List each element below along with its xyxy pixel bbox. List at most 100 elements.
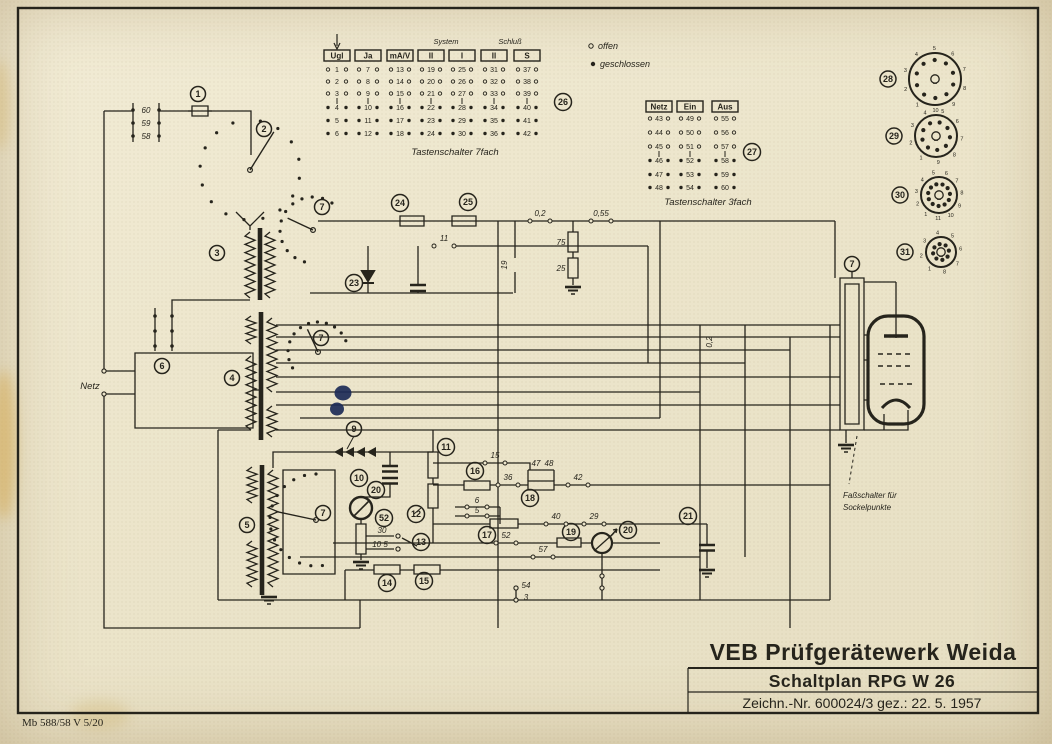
contact-point	[502, 460, 508, 466]
tastenschalter7-contact	[482, 67, 488, 72]
component-badge	[891, 186, 909, 204]
socket-pin	[927, 121, 933, 126]
socket-pin-number: 6	[956, 119, 959, 125]
socket-pin	[947, 191, 953, 196]
tastenschalter7-key-label: S	[524, 52, 530, 61]
badge-leader	[346, 435, 422, 515]
tastenschalter7-contact-number: 31	[490, 67, 498, 74]
tastenschalter7-contact-number: 41	[523, 118, 531, 125]
component-badge-number: 21	[683, 511, 693, 521]
socket-pin	[943, 61, 948, 66]
rotary-contact	[275, 493, 279, 498]
contact-point	[588, 218, 594, 224]
tastenschalter7-contact	[533, 91, 539, 96]
open-contact	[395, 533, 401, 539]
component-badge-number: 52	[379, 513, 389, 523]
tastenschalter7-contact-number: 10	[364, 105, 372, 112]
tastenschalter7-contact-number: 15	[396, 91, 404, 98]
tastenschalter7-contact	[374, 91, 380, 96]
tastenschalter7-contact	[407, 105, 411, 110]
contact-dot	[170, 329, 174, 333]
contact-point	[451, 243, 457, 249]
contact-dot	[157, 121, 161, 125]
transformer-winding	[263, 231, 277, 299]
rotary-contact	[298, 326, 303, 330]
component-badge-number: 12	[411, 509, 421, 519]
wire-label: 0,55	[593, 209, 609, 218]
rotary-contact	[297, 561, 302, 565]
rotary-contact	[258, 119, 262, 123]
tastenschalter7-contact	[388, 91, 394, 96]
tastenschalter3-contact	[665, 144, 671, 149]
tastenschalter7-contact-number: 18	[396, 131, 404, 138]
rotary-contact	[279, 548, 283, 552]
socket-pin	[932, 245, 937, 250]
wire-label: 11	[440, 234, 448, 243]
component-badge	[843, 255, 861, 273]
socket-pin-number: 8	[960, 191, 963, 197]
tube-socket-keyway	[934, 190, 944, 200]
tastenschalter7-contact-number: 19	[427, 67, 435, 74]
tastenschalter3-contact-number: 44	[655, 130, 663, 137]
title-drawing-number: Zeichn.-Nr. 600024/3 gez.: 22. 5. 1957	[743, 695, 982, 711]
tastenschalter3-contact	[666, 158, 670, 163]
open-contact	[599, 585, 605, 591]
socket-pin	[932, 57, 937, 63]
component-badge-number: 31	[900, 247, 910, 257]
wire-label: 57	[539, 545, 548, 554]
tastenschalter7-contact	[469, 105, 473, 110]
tastenschalter3-contact	[678, 144, 684, 149]
component-badge-number: 19	[566, 527, 576, 537]
tastenschalter3-key	[645, 100, 673, 113]
component-badge	[520, 488, 540, 508]
component-badge	[561, 522, 581, 542]
rotary-pivot	[313, 516, 320, 523]
component-badge	[477, 525, 497, 545]
tastenschalter7-contact-number: 3	[335, 91, 339, 98]
contact-point	[530, 554, 536, 560]
tastenschalter7-contact-number: 11	[364, 118, 371, 125]
socket-pin	[934, 182, 939, 187]
rotary-contact	[209, 200, 213, 204]
tastenschalter7-contact-number: 23	[427, 118, 435, 125]
socket-pin-number: 11	[935, 216, 941, 222]
tastenschalter3-contact	[713, 116, 719, 121]
component-badge-number: 25	[463, 197, 473, 207]
tastenschalter3-contact-number: 47	[655, 172, 663, 179]
rotary-contact	[268, 515, 272, 520]
rotary-contact	[310, 195, 314, 199]
component-badge-number: 20	[371, 485, 381, 495]
rotary-contact	[231, 121, 235, 125]
tastenschalter7-contact-number: 9	[366, 91, 370, 98]
component-badge-number: 6	[159, 361, 164, 371]
diode-symbol	[360, 270, 376, 284]
transformer-winding	[265, 317, 279, 393]
contact-dot	[153, 329, 157, 333]
rotary-contact	[292, 332, 296, 336]
socket-pin-number: 6	[945, 171, 948, 177]
wire-label: 10 5	[372, 540, 388, 549]
contact-point	[513, 540, 519, 546]
rotary-contact	[330, 201, 334, 205]
tastenschalter7-contact	[482, 79, 488, 84]
rotary-contact	[344, 339, 348, 343]
rotary-contact	[242, 218, 246, 222]
wire-label: 3	[524, 593, 529, 602]
wire-label: 6	[475, 496, 480, 505]
socket-pin-number: 7	[956, 261, 959, 267]
tastenschalter7-contact	[407, 118, 411, 123]
tastenschalter7-contact	[420, 118, 424, 123]
component-badge	[374, 508, 394, 528]
socket-pin-number: 1	[916, 102, 919, 108]
rotary-contact	[287, 358, 291, 362]
rotary-contact	[261, 216, 265, 220]
tastenschalter7-contact-number: 36	[490, 131, 498, 138]
socket-pin	[943, 143, 948, 148]
tastenschalter3-contact-number: 60	[721, 185, 729, 192]
tube-socket	[920, 176, 958, 214]
tastenschalter3-contact	[678, 116, 684, 121]
socket-pin	[921, 127, 926, 133]
tastenschalter7-contact	[406, 79, 412, 84]
socket-pin-number: 8	[963, 86, 966, 92]
wiring	[103, 103, 909, 629]
